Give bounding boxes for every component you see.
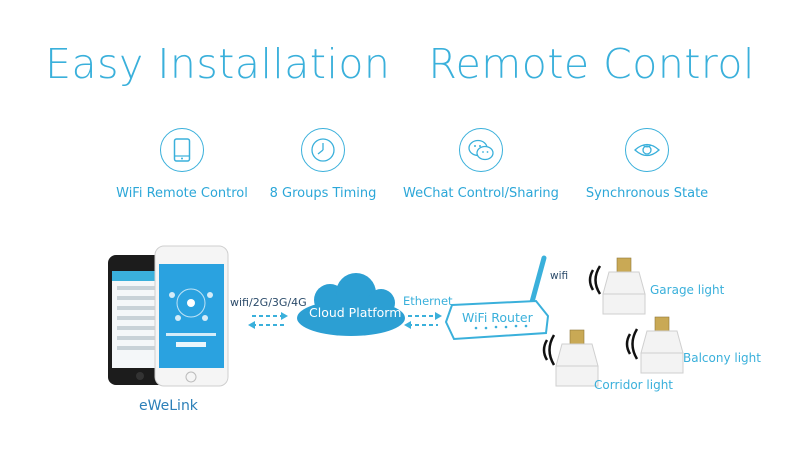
headline-right: Remote Control <box>428 40 755 88</box>
smartphone-icon <box>160 128 204 172</box>
corridor-light-socket-image <box>542 329 599 387</box>
feature-label: WeChat Control/Sharing <box>403 186 559 201</box>
app-label: eWeLink <box>139 398 198 414</box>
link1-label: wifi/2G/3G/4G <box>230 296 307 309</box>
headline: Easy Installation Remote Control <box>0 40 800 88</box>
feature-wechat: WeChat Control/Sharing <box>396 128 566 201</box>
clock-icon <box>301 128 345 172</box>
feature-sync: Synchronous State <box>562 128 732 201</box>
feature-label: WiFi Remote Control <box>116 186 248 201</box>
corridor-light-label: Corridor light <box>594 378 674 392</box>
router-label: WiFi Router <box>462 310 533 325</box>
feature-timing: 8 Groups Timing <box>238 128 408 201</box>
cloud-label: Cloud Platform <box>309 305 402 320</box>
link-arrows-2 <box>408 315 438 326</box>
cloud-shape <box>297 273 405 336</box>
garage-light-socket-image <box>588 257 646 315</box>
feature-label: Synchronous State <box>585 186 709 201</box>
link-arrows-1 <box>252 315 284 326</box>
router-image <box>444 255 550 341</box>
feature-label: 8 Groups Timing <box>269 186 377 201</box>
link2-label: Ethernet <box>403 294 453 308</box>
headline-left: Easy Installation <box>45 40 391 88</box>
wechat-icon <box>459 128 503 172</box>
balcony-light-socket-image <box>625 316 684 374</box>
eye-icon <box>625 128 669 172</box>
garage-light-label: Garage light <box>650 283 725 297</box>
feature-wifi-remote: WiFi Remote Control <box>97 128 267 201</box>
balcony-light-label: Balcony light <box>683 351 761 365</box>
phone-white-image <box>154 245 229 387</box>
wifi-label: wifi <box>550 270 569 282</box>
